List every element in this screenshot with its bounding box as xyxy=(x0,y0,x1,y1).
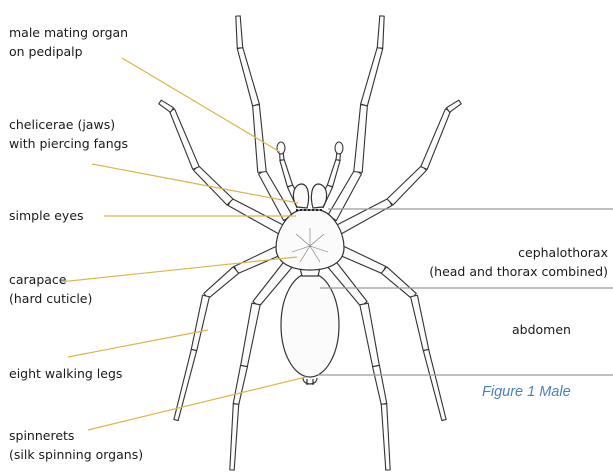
leader-legs xyxy=(68,330,208,357)
leader-spinnerets xyxy=(88,377,306,430)
leg-left-1 xyxy=(236,16,293,221)
label-spinnerets: spinnerets(silk spinning organs) xyxy=(9,426,143,464)
label-cephalothorax: cephalothorax(head and thorax combined) xyxy=(429,243,608,281)
leader-carapace xyxy=(60,257,297,282)
label-simple-eyes: simple eyes xyxy=(9,206,84,225)
leg-right-4 xyxy=(326,259,390,470)
chelicera-left xyxy=(293,184,308,208)
leg-left-4 xyxy=(230,259,294,470)
figure-caption: Figure 1 Male xyxy=(482,384,571,400)
label-walking-legs: eight walking legs xyxy=(9,364,122,383)
chelicera-right xyxy=(311,184,326,208)
leg-right-1 xyxy=(328,16,385,221)
mating-organ-bulb xyxy=(277,142,285,154)
pedipalps xyxy=(277,142,343,208)
spinnerets-shape xyxy=(303,378,317,384)
label-chelicerae: chelicerae (jaws)with piercing fangs xyxy=(9,115,128,153)
label-carapace: carapace(hard cuticle) xyxy=(9,270,92,308)
label-abdomen: abdomen xyxy=(512,320,571,339)
mating-organ-bulb xyxy=(335,142,343,154)
right-rules xyxy=(318,209,613,375)
